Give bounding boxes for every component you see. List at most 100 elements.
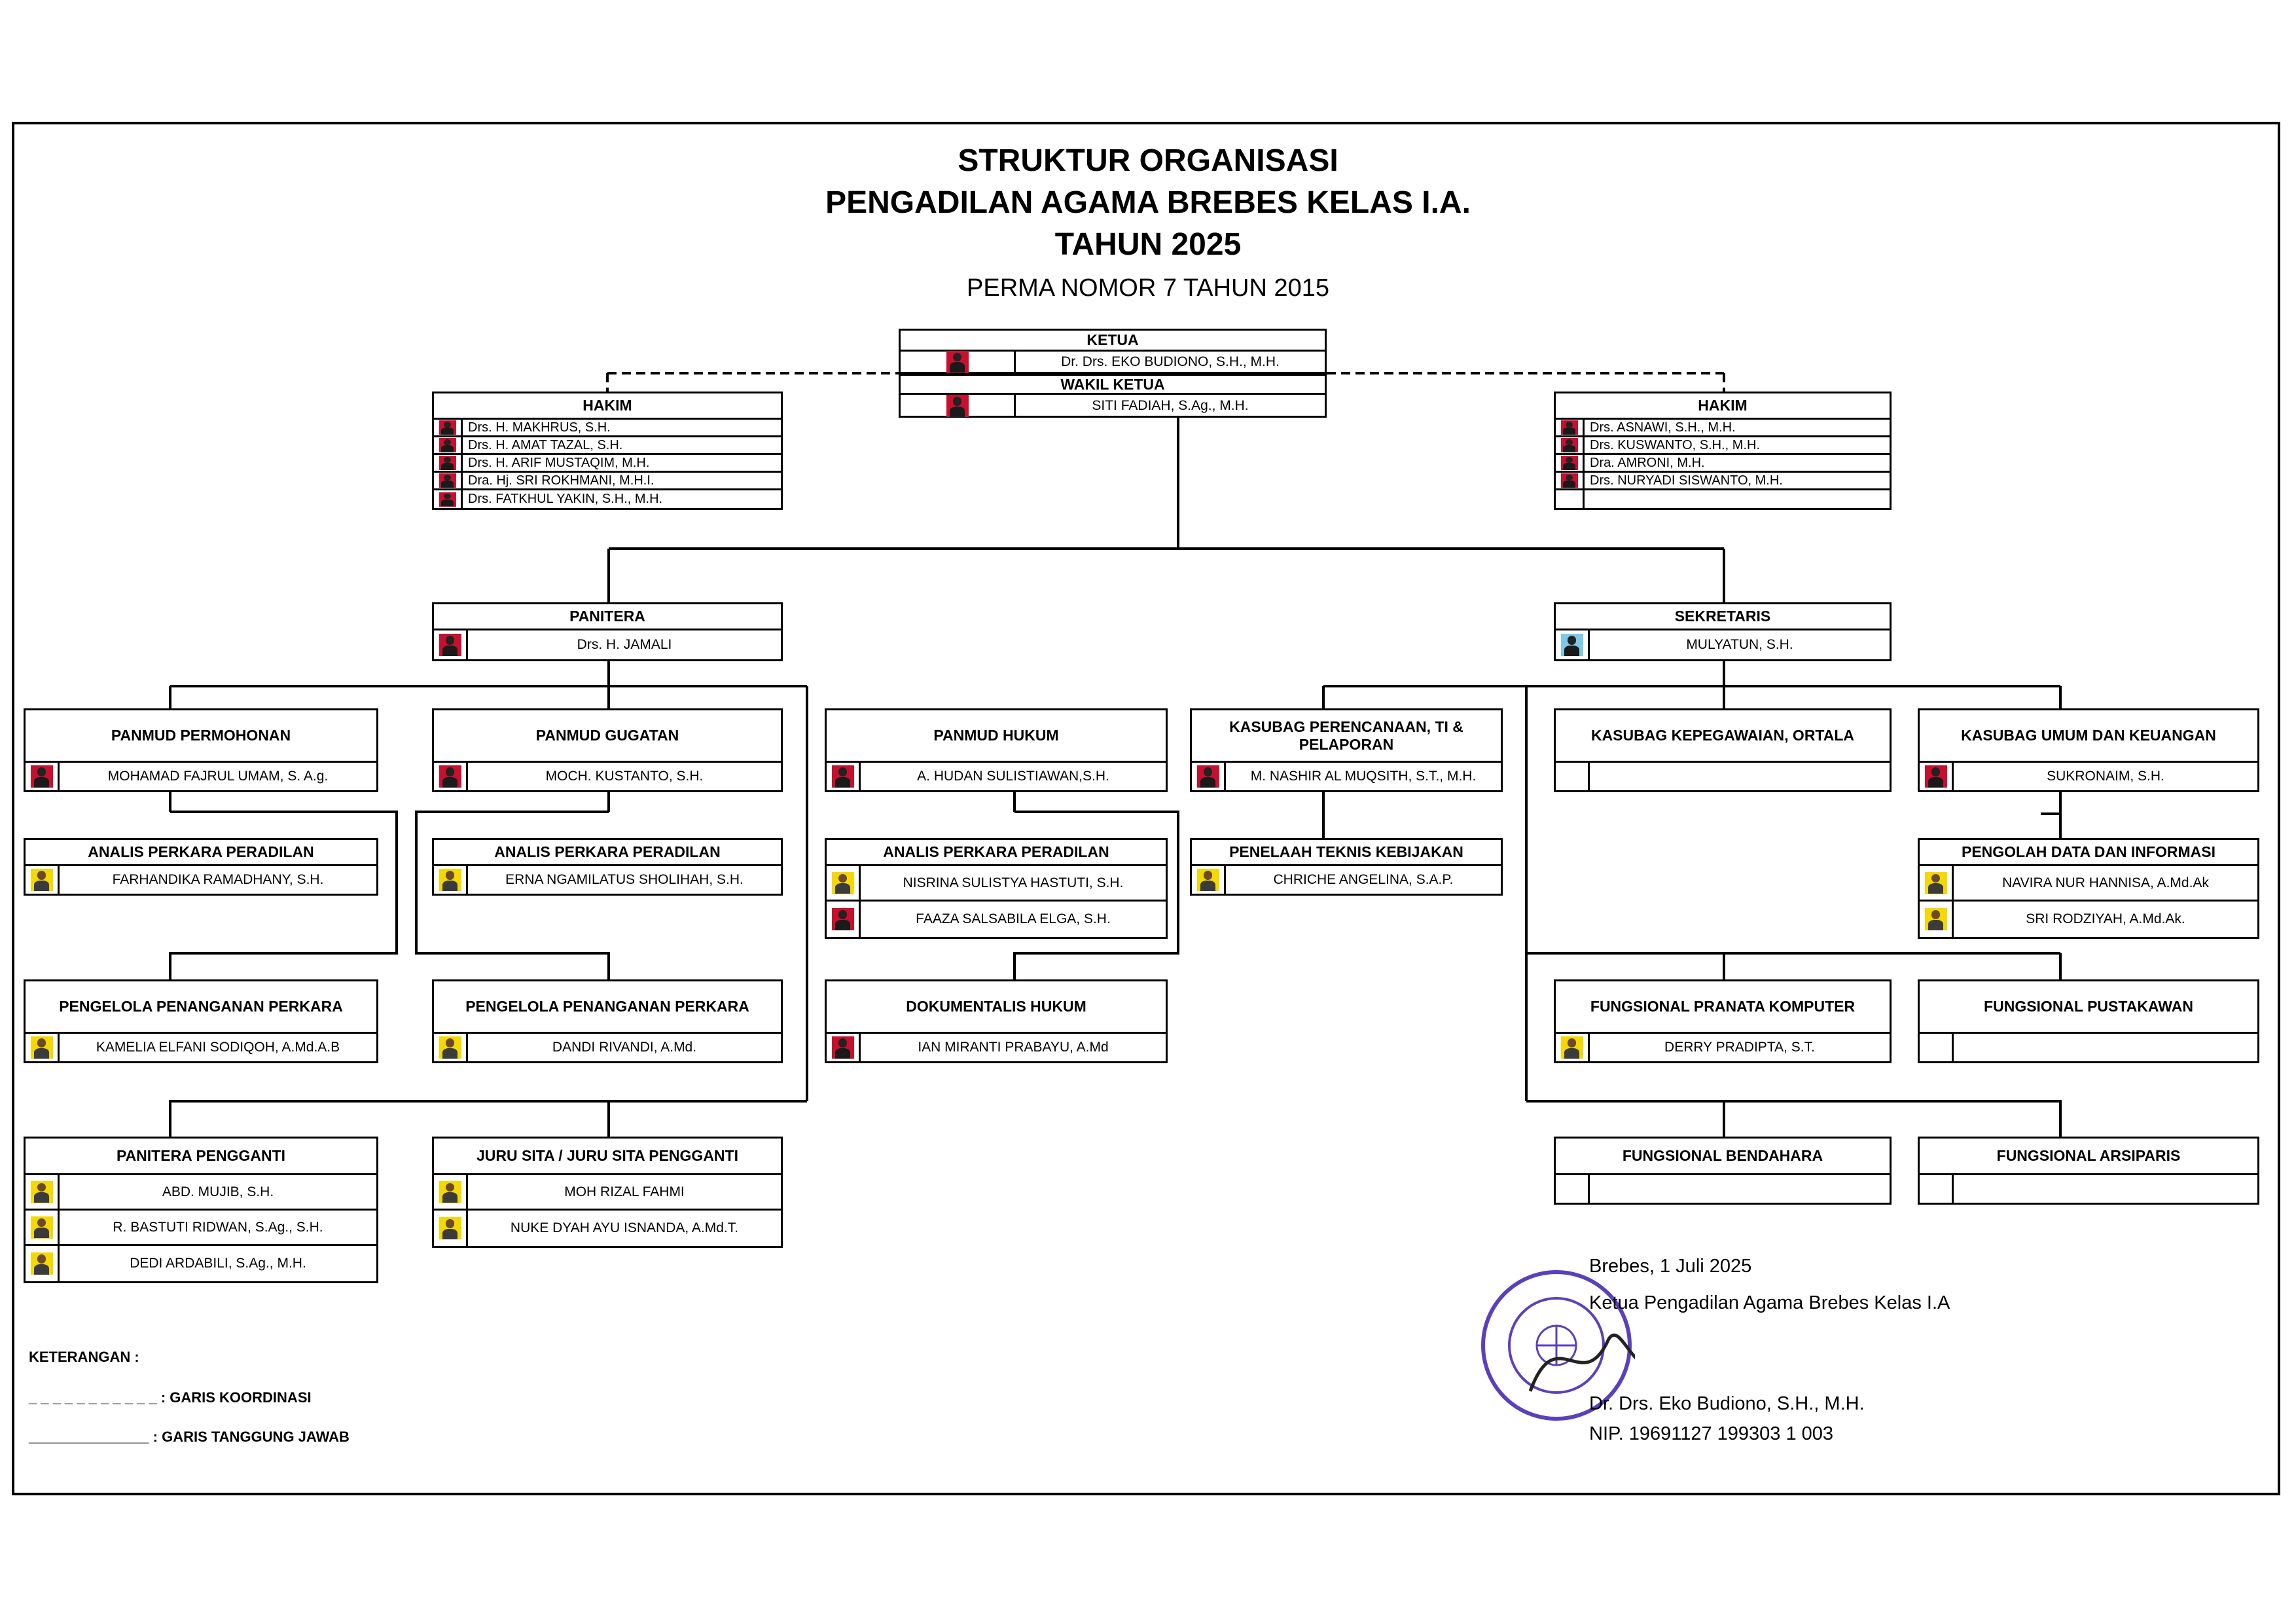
member-row: Drs. H. MAKHRUS, S.H. — [434, 420, 781, 437]
person-icon — [1924, 908, 1947, 930]
member-row: SRI RODZIYAH, A.Md.Ak. — [1920, 902, 2257, 937]
dokumentalis-title: DOKUMENTALIS HUKUM — [827, 981, 1166, 1034]
member-row: ERNA NGAMILATUS SHOLIHAH, S.H. — [434, 866, 781, 894]
pengelola-1-title: PENGELOLA PENANGANAN PERKARA — [26, 981, 376, 1034]
responsibility-line — [1322, 660, 2062, 1101]
panmud-gugatan-title: PANMUD GUGATAN — [434, 710, 781, 763]
member-photo — [1192, 763, 1226, 790]
member-photo — [434, 473, 463, 488]
member-name: NAVIRA NUR HANNISA, A.Md.Ak — [2002, 875, 2209, 890]
member-name — [1585, 490, 1890, 508]
member-name: Drs. ASNAWI, S.H., M.H. — [1590, 420, 1736, 435]
title-line-3: TAHUN 2025 — [1054, 227, 1242, 262]
member-name: Dra. AMRONI, M.H. — [1590, 455, 1705, 470]
person-icon — [831, 1036, 854, 1059]
member-photo — [1920, 1034, 1954, 1061]
member-row — [1920, 1034, 2257, 1061]
member-row: Drs. NURYADI SISWANTO, M.H. — [1556, 473, 1890, 490]
title-line-2: PENGADILAN AGAMA BREBES KELAS I.A. — [825, 185, 1471, 220]
member-name: NUKE DYAH AYU ISNANDA, A.Md.T. — [510, 1220, 739, 1235]
page-frame — [12, 122, 2280, 1495]
legend-dashed: _ _ _ _ _ _ _ _ _ _ _ : GARIS KOORDINASI — [29, 1389, 312, 1406]
member-row: NISRINA SULISTYA HASTUTI, S.H. — [827, 866, 1166, 902]
member-row: FARHANDIKA RAMADHANY, S.H. — [26, 866, 376, 894]
signature-nip: NIP. 19691127 199303 1 003 — [1589, 1423, 1834, 1444]
member-row: Drs. H. JAMALI — [434, 630, 781, 659]
pranata-title: FUNGSIONAL PRANATA KOMPUTER — [1556, 981, 1890, 1034]
person-icon — [439, 1217, 461, 1239]
person-icon — [1560, 438, 1578, 452]
kasubag-kepeg-title: KASUBAG KEPEGAWAIAN, ORTALA — [1556, 710, 1890, 763]
kasubag-umum-title: KASUBAG UMUM DAN KEUANGAN — [1920, 710, 2257, 763]
member-photo — [1556, 630, 1590, 659]
member-row — [1920, 1175, 2257, 1203]
member-row — [1556, 490, 1890, 508]
person-icon — [1560, 420, 1578, 435]
subtitle: PERMA NOMOR 7 TAHUN 2015 — [967, 274, 1329, 302]
person-icon — [1924, 765, 1947, 788]
person-icon — [30, 1036, 53, 1059]
bendahara-box: FUNGSIONAL BENDAHARA — [1554, 1137, 1892, 1205]
panitera-pengganti-title: PANITERA PENGGANTI — [26, 1139, 376, 1175]
member-photo — [26, 1246, 60, 1281]
member-name: R. BASTUTI RIDWAN, S.Ag., S.H. — [113, 1219, 323, 1235]
analis-2-title: ANALIS PERKARA PERADILAN — [434, 840, 781, 866]
member-name: ERNA NGAMILATUS SHOLIHAH, S.H. — [505, 872, 744, 887]
member-photo — [434, 455, 463, 471]
member-name: A. HUDAN SULISTIAWAN,S.H. — [917, 769, 1109, 784]
person-icon — [946, 350, 969, 373]
legend-solid: _______________ : GARIS TANGGUNG JAWAB — [29, 1429, 350, 1445]
member-name: MOHAMAD FAJRUL UMAM, S. A.g. — [107, 769, 329, 784]
ketua-title: KETUA — [901, 331, 1325, 352]
member-row: Drs. ASNAWI, S.H., M.H. — [1556, 420, 1890, 437]
person-icon — [439, 438, 456, 452]
member-photo — [434, 1211, 468, 1246]
hakim-left-title: HAKIM — [434, 393, 781, 420]
panmud-hukum-title: PANMUD HUKUM — [827, 710, 1166, 763]
member-row: Drs. KUSWANTO, S.H., M.H. — [1556, 437, 1890, 455]
member-row: Drs. H. AMAT TAZAL, S.H. — [434, 437, 781, 455]
responsibility-line — [169, 660, 808, 1101]
member-photo — [26, 1034, 60, 1061]
member-name: SRI RODZIYAH, A.Md.Ak. — [2026, 911, 2185, 926]
member-row — [1556, 763, 1890, 790]
member-row: CHRICHE ANGELINA, S.A.P. — [1192, 866, 1501, 894]
court-stamp-icon — [1481, 1270, 1635, 1421]
person-icon — [1560, 456, 1578, 470]
kasubag-ptip-title: KASUBAG PERENCANAAN, TI & PELAPORAN — [1192, 710, 1501, 763]
responsibility-line — [1526, 1100, 2062, 1137]
member-row: DANDI RIVANDI, A.Md. — [434, 1034, 781, 1061]
person-icon — [439, 1180, 461, 1203]
person-icon — [831, 765, 854, 788]
analis-1-title: ANALIS PERKARA PERADILAN — [26, 840, 376, 866]
member-name — [1590, 1175, 1890, 1203]
sekretaris-box: SEKRETARIS MULYATUN, S.H. — [1554, 602, 1892, 661]
member-photo — [1920, 866, 1954, 900]
member-photo — [1556, 420, 1585, 435]
person-icon — [439, 492, 456, 507]
pengolah-title: PENGOLAH DATA DAN INFORMASI — [1920, 840, 2257, 866]
person-icon — [439, 473, 456, 488]
member-row: DERRY PRADIPTA, S.T. — [1556, 1034, 1890, 1061]
member-name: MULYATUN, S.H. — [1686, 637, 1793, 652]
member-name: Drs. NURYADI SISWANTO, M.H. — [1590, 473, 1783, 488]
penelaah-title: PENELAAH TEKNIS KEBIJAKAN — [1192, 840, 1501, 866]
analis-2-box: ANALIS PERKARA PERADILAN ERNA NGAMILATUS … — [432, 838, 783, 896]
member-photo — [827, 866, 861, 900]
member-row: Dra. Hj. SRI ROKHMANI, M.H.I. — [434, 473, 781, 490]
pengelola-2-title: PENGELOLA PENANGANAN PERKARA — [434, 981, 781, 1034]
bendahara-title: FUNGSIONAL BENDAHARA — [1556, 1139, 1890, 1175]
responsibility-line — [1013, 790, 1179, 979]
member-photo — [1920, 1175, 1954, 1203]
member-photo — [434, 630, 468, 659]
person-icon — [1560, 1036, 1583, 1059]
member-photo — [434, 763, 468, 790]
member-name: M. NASHIR AL MUQSITH, S.T., M.H. — [1250, 769, 1477, 784]
sekretaris-title: SEKRETARIS — [1556, 604, 1890, 630]
member-row: MULYATUN, S.H. — [1556, 630, 1890, 659]
title-line-1: STRUKTUR ORGANISASI — [958, 143, 1338, 178]
